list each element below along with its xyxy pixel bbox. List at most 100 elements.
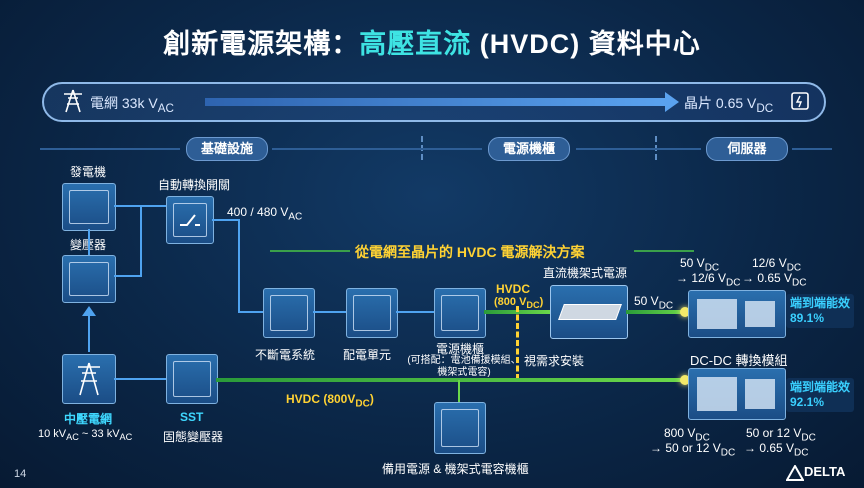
server-top-b2: → 0.65 VDC (742, 271, 806, 288)
grid-to-chip-bar: 電網 33k VAC 晶片 0.65 VDC (42, 82, 826, 122)
server-bottom-b1: 50 or 12 VDC (746, 426, 816, 443)
mv-grid-label: 中壓電網 (64, 412, 113, 426)
efficiency-bottom: 端到端能效 92.1% (786, 378, 854, 412)
connector (238, 219, 240, 313)
connector (88, 312, 90, 352)
output-50v-sub: DC (658, 300, 674, 312)
server-top-a1: 50 VDC (680, 256, 719, 273)
server-top-a2-sub: DC (726, 277, 741, 289)
server-top-a1-text: 50 V (680, 256, 705, 270)
server-bottom-a2-sub: DC (720, 447, 736, 459)
power-rack-label: 電源機櫃 (436, 342, 485, 356)
generator-label: 發電機 (70, 165, 107, 179)
sst-icon (166, 354, 218, 404)
rack-hvdc-voltage: (800 VDC) (494, 296, 543, 310)
page-number: 14 (14, 468, 27, 480)
rack-hvdc-voltage-text: (800 V (494, 296, 527, 308)
power-rack-icon (434, 288, 486, 338)
connector (212, 219, 240, 221)
hvdc-line-label: HVDC (800VDC) (286, 392, 374, 409)
server-top-b1: 12/6 VDC (752, 256, 801, 273)
connector (114, 378, 166, 380)
server-board-top (688, 290, 786, 338)
connector (313, 311, 347, 313)
hvdc-line-end: ) (369, 392, 374, 406)
chip-voltage-label: 晶片 0.65 VDC (684, 93, 773, 115)
server-top-b2-sub: DC (792, 277, 807, 289)
server-top-b2-text: → 0.65 V (742, 271, 793, 285)
ats-voltage-sub: AC (288, 211, 303, 223)
mv-grid-tower-icon (62, 354, 116, 404)
mv-range-sub2: AC (119, 432, 133, 443)
section-server: 伺服器 (706, 137, 788, 161)
section-line (792, 148, 832, 150)
efficiency-bottom-label: 端到端能效 (790, 380, 851, 394)
solution-banner: 從電網至晶片的 HVDC 電源解決方案 (355, 244, 585, 260)
efficiency-top: 端到端能效 89.1% (786, 294, 854, 328)
optional-path (516, 306, 519, 380)
hvdc-line-text: HVDC (800V (286, 392, 356, 406)
output-50v-text: 50 V (634, 294, 659, 308)
mv-grid-range: 10 kVAC ~ 33 kVAC (38, 428, 132, 442)
page-title: 創新電源架構：高壓直流 (HVDC) 資料中心 (0, 22, 864, 61)
grid-voltage-label: 電網 33k VAC (90, 93, 174, 115)
arrow-up-icon (82, 306, 96, 316)
connector (396, 311, 434, 313)
efficiency-top-label: 端到端能效 (790, 296, 851, 310)
ups-icon (263, 288, 315, 338)
section-line (576, 148, 701, 150)
connector (114, 275, 142, 277)
power-rack-note: (可搭配：電池備援模組、機架式電容) (407, 355, 521, 378)
server-top-a2: → 12/6 VDC (676, 271, 740, 288)
server-top-a1-sub: DC (704, 262, 720, 274)
server-bottom-a1-sub: DC (695, 432, 710, 444)
chip-voltage-sub: DC (756, 101, 774, 115)
dc-rack-psu-icon (550, 285, 628, 339)
rack-hvdc-voltage-sub: DC (526, 300, 540, 311)
ats-voltage: 400 / 480 VAC (227, 205, 302, 222)
server-top-b1-sub: DC (786, 262, 802, 274)
chip-voltage-text: 晶片 0.65 V (684, 95, 757, 111)
connector (458, 380, 460, 402)
rack-hvdc-label: HVDC (496, 282, 531, 296)
power-endpoint-dot (680, 307, 690, 317)
board-chip (745, 379, 775, 409)
generator-icon (62, 183, 116, 231)
ats-voltage-text: 400 / 480 V (227, 205, 289, 219)
output-50v: 50 VDC (634, 294, 673, 311)
delta-logo-text: DELTA (804, 464, 846, 479)
server-bottom-a1: 800 VDC (664, 426, 710, 443)
efficiency-top-value: 89.1% (790, 311, 825, 325)
grid-voltage-sub: AC (157, 101, 174, 115)
switch-glyph-icon (180, 214, 200, 226)
dcdc-module-label: DC-DC 轉換模組 (690, 353, 788, 368)
server-bottom-b2: → 0.65 VDC (744, 441, 808, 458)
section-infrastructure: 基礎設施 (186, 137, 268, 161)
mv-range-sub: AC (66, 432, 79, 443)
delta-logo-icon (786, 464, 804, 481)
title-main: 創新電源架構： (163, 29, 360, 59)
server-bottom-a1-text: 800 V (664, 426, 696, 440)
server-board-bottom (688, 368, 786, 420)
section-power-rack: 電源機櫃 (488, 137, 570, 161)
hvdc-line-sub: DC (355, 398, 370, 410)
efficiency-bottom-value: 92.1% (790, 395, 825, 409)
title-rest: (HVDC) 資料中心 (471, 29, 701, 59)
section-line (40, 148, 180, 150)
power-tower-icon (64, 89, 82, 113)
server-bottom-b2-sub: DC (794, 447, 809, 459)
board-chip (745, 301, 775, 327)
mv-range-text: 10 kV (38, 428, 67, 440)
transformer-icon (62, 255, 116, 303)
rack-hvdc-voltage-end: ) (539, 296, 544, 308)
backup-cabinet-icon (434, 402, 486, 454)
on-demand-label: 視需求安裝 (524, 354, 585, 368)
dc-rack-psu-label: 直流機架式電源 (543, 266, 628, 280)
section-line (272, 148, 482, 150)
ats-switch-icon (166, 196, 214, 244)
mv-range-mid: ~ 33 kV (78, 428, 120, 440)
connector (88, 229, 90, 255)
ups-label: 不斷電系統 (255, 348, 316, 362)
server-top-b1-text: 12/6 V (752, 256, 787, 270)
backup-label: 備用電源 & 機架式電容機櫃 (382, 462, 529, 476)
